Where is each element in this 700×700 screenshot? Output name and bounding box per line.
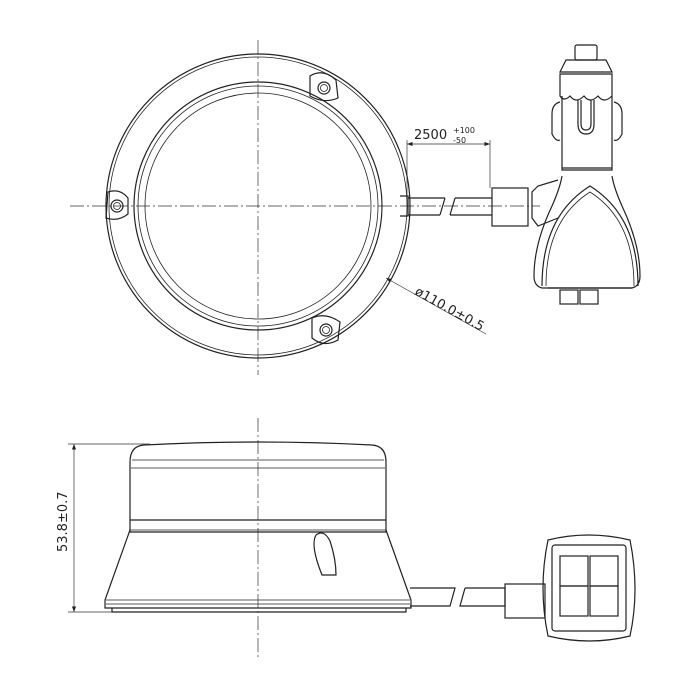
cable-length-value: 2500: [414, 128, 447, 143]
cable-gland: [313, 532, 337, 576]
diameter-value: ø110.0±0.5: [412, 284, 486, 334]
lens-ring: [133, 81, 383, 331]
cable-tolerance-plus: +100: [453, 126, 475, 135]
diameter-dimension: ø110.0±0.5: [385, 277, 486, 335]
top-view: 2500 +100 -50 ø110.0±0.5: [70, 40, 641, 375]
cable: [400, 187, 529, 227]
cigarette-plug: [531, 44, 641, 305]
lens-dome: [129, 441, 387, 533]
base: [104, 529, 412, 609]
outer-flange: [105, 53, 411, 359]
height-value: 53.8±0.7: [56, 491, 71, 552]
side-view: 53.8±0.7: [56, 418, 636, 660]
height-dimension: 53.8±0.7: [56, 443, 150, 613]
connector: [542, 534, 636, 642]
lens: [144, 92, 372, 320]
cable-length-dimension: 2500 +100 -50: [406, 126, 491, 196]
screw-tab: [105, 190, 129, 220]
cable-tolerance-minus: -50: [453, 136, 466, 145]
screw-tab: [309, 72, 339, 102]
screw-tab: [311, 315, 341, 345]
